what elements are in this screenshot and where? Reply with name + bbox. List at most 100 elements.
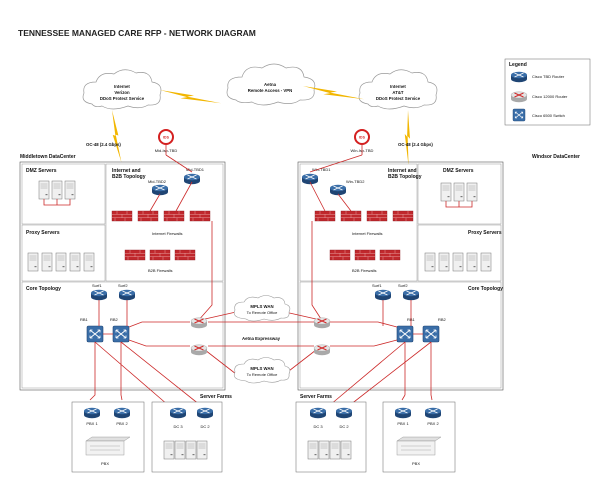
switch-icon [422,325,440,343]
switch-icon [396,325,414,343]
lightning-link-left [160,90,222,104]
dc3-label: DC 3 [313,424,323,429]
router-win-tbd1-label: Win-TBD1 [312,167,331,172]
legend: Legend Cisco TBD Router Cisco 12000 Rout… [504,58,591,126]
router-icon [374,289,392,301]
router-icon [196,407,214,419]
firewall-icon [189,210,211,222]
router-icon [510,71,528,83]
bottom-right-sites: Server Farms DC 3 DC 2 PBX 1 PBX 2 PBX [295,394,456,473]
wan-bottom-line2: To Remote Office [247,372,279,377]
dc2-label: DC 2 [339,424,349,429]
pbx-device [85,436,131,456]
middletown-title: Middletown DataCenter [20,154,76,160]
dmz-server-group [440,182,478,208]
internet-firewalls-label: Internet Firewalls [352,231,382,236]
router-12000-icon [313,344,331,356]
router-icon [402,289,420,301]
core-topology-label: Core Topology [468,286,503,292]
dmz-servers-label: DMZ Servers [26,168,57,174]
rb2-label: RB2 [438,317,447,322]
oc48-left-label: OC-48 (2.4 Gbps) [86,142,121,147]
windsor-datacenter: Windsor DataCenter Internet and B2B Topo… [297,154,580,391]
router-12000-icon [313,317,331,329]
middletown-datacenter: Middletown DataCenter DMZ Servers Intern… [19,154,226,391]
proxy-servers-label: Proxy Servers [468,230,502,236]
router-win-tbd2-label: Win-TBD2 [346,179,365,184]
wan-top-line2: To Remote Office [247,310,279,315]
internet-b2b-line1: Internet and [388,168,417,174]
router-icon [169,407,187,419]
aetna-expressway-label: Aetna Expressway [242,336,281,341]
router-icon [394,407,412,419]
proxy-server-group [27,252,95,272]
dmz-servers-label: DMZ Servers [443,168,474,174]
switch-icon [512,108,526,122]
firewall-icon [340,210,362,222]
router-icon [329,184,347,196]
pbx-label: PBX [101,461,109,466]
cloud-verizon-line1: Internet [114,84,130,89]
legend-title: Legend [509,62,527,68]
router-12000-icon [510,91,528,103]
router-icon [335,407,353,419]
pbx1-label: PBX 1 [397,421,409,426]
router-icon [424,407,442,419]
firewall-icon [392,210,414,222]
network-links [89,144,433,406]
cloud-mpls-wan-top: MPLS WAN To Remote Office [233,295,291,322]
cloud-verizon-line3: DDoS Protect Service [100,96,145,101]
router-icon [309,407,327,419]
cloud-aetna-line1: Aetna [264,82,277,87]
bottom-left-sites: Server Farms PBX 1 PBX 2 PBX DC 3 DC 2 [71,394,232,473]
cloud-verizon-line2: Verizon [114,90,130,95]
legend-item-switch: Cisco 6500 Switch [532,113,565,118]
b2b-firewalls-label: B2B Firewalls [148,268,172,273]
b2b-firewalls-label: B2B Firewalls [352,268,376,273]
pbx2-label: PBX 2 [116,421,128,426]
dc2-label: DC 2 [200,424,210,429]
dmz-server-group [38,180,76,206]
ids-badge-text: IDS [359,136,366,140]
firewall-icon [379,249,401,261]
firewall-icon [149,249,171,261]
page-title: TENNESSEE MANAGED CARE RFP - NETWORK DIA… [18,28,256,38]
wan-top-line1: MPLS WAN [250,304,273,309]
firewall-icon [329,249,351,261]
router-icon [90,289,108,301]
router-12000-icon [190,344,208,356]
cloud-att: Internet AT&T DDoS Protect Service [358,69,438,110]
cloud-aetna-vpn: Aetna Remote Access - VPN [226,63,316,106]
router-12000-icon [190,317,208,329]
surf1-label: Surf1 [92,283,102,288]
server-farms-label: Server Farms [200,394,232,400]
router-icon [83,407,101,419]
cloud-verizon: Internet Verizon DDoS Protect Service [82,69,162,110]
surf1-label: Surf1 [372,283,382,288]
firewall-icon [111,210,133,222]
proxy-server-group [424,252,492,272]
pbx2-label: PBX 2 [427,421,439,426]
cloud-mpls-wan-bottom: MPLS WAN To Remote Office [233,357,291,384]
internet-b2b-line2: B2B Topology [112,174,146,180]
server-farms-label: Server Farms [300,394,332,400]
firewall-icon [163,210,185,222]
legend-item-router: Cisco TBD Router [532,74,565,79]
lightning-link-down-left [103,110,130,163]
ids-badge-text: IDS [163,136,170,140]
internet-firewalls-label: Internet Firewalls [152,231,182,236]
firewall-icon [366,210,388,222]
dc3-label: DC 3 [173,424,183,429]
pbx1-label: PBX 1 [86,421,98,426]
oc48-right-label: OC-48 (2.4 Gbps) [398,142,433,147]
rb1-label: RB1 [80,317,89,322]
cloud-att-line3: DDoS Protect Service [376,96,421,101]
pbx-label: PBX [412,461,420,466]
firewall-icon [354,249,376,261]
legend-item-router-12000: Cisco 12000 Router [532,94,568,99]
router-icon [151,184,169,196]
rb2-label: RB2 [110,317,119,322]
firewall-icon [137,210,159,222]
router-mid-tbd1-label: Mid-TBD1 [186,167,205,172]
surf2-label: Surf2 [118,283,128,288]
